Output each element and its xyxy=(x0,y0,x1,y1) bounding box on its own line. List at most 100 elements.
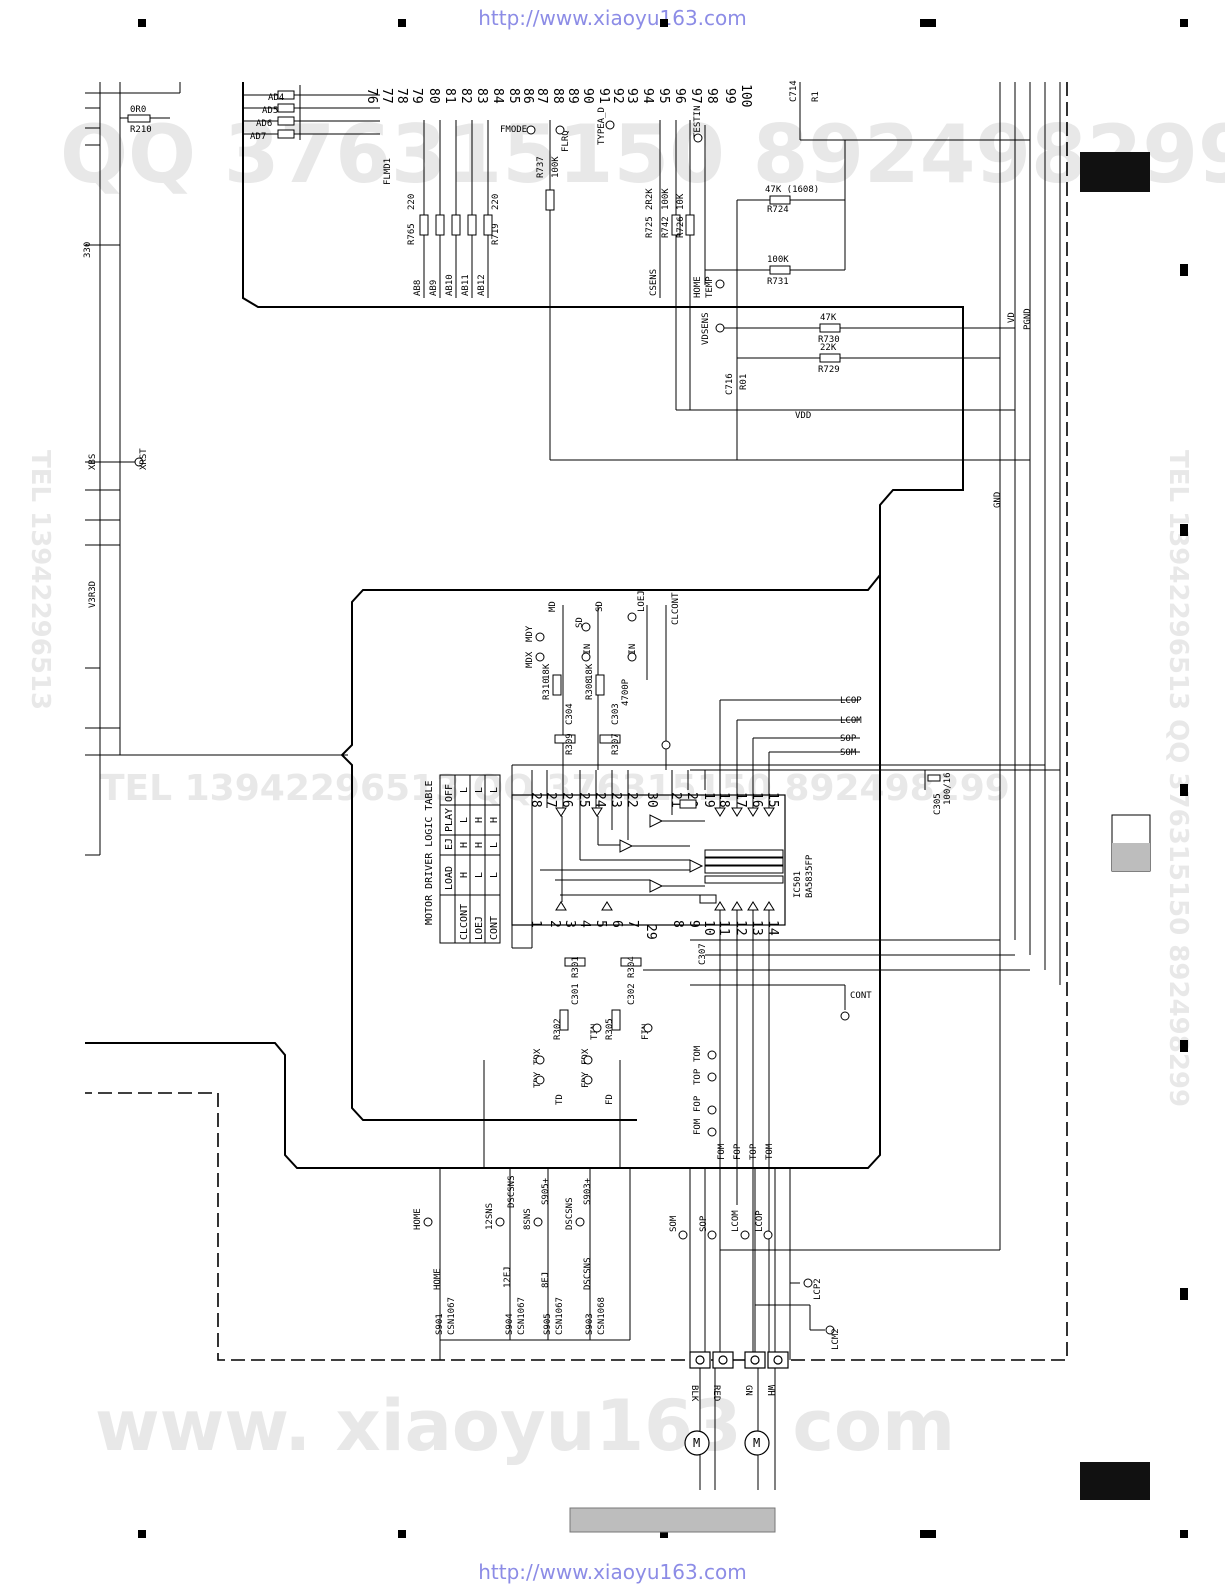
header-url[interactable]: http://www.xiaoyu163.com xyxy=(478,6,747,30)
row-cont: CONT xyxy=(489,916,500,940)
md-label: MD xyxy=(548,601,558,612)
pin-90: 90 xyxy=(580,88,595,104)
left-bus xyxy=(85,82,348,856)
row-clcont: CLCONT xyxy=(459,904,470,940)
temp-label: TEMP xyxy=(705,276,715,298)
cell-cont-ej: L xyxy=(489,842,500,848)
unit-boundary xyxy=(85,82,1068,1361)
r731-value: 100K xyxy=(767,255,789,265)
pin-76: 76 xyxy=(364,88,379,104)
mcu-pin-numbers: 76 77 78 79 80 81 82 83 84 85 86 87 88 8… xyxy=(364,84,753,107)
ic501-amplifiers xyxy=(555,799,784,911)
cin-label: CIN xyxy=(628,644,638,660)
r737-value: 100K xyxy=(551,156,561,178)
pin-100: 100 xyxy=(738,84,753,107)
r726-ref: R726 xyxy=(676,216,686,238)
footer-url[interactable]: http://www.xiaoyu163.com xyxy=(478,1560,747,1584)
som-label: SOM xyxy=(840,748,857,758)
wire-blk: BLK xyxy=(689,1385,699,1402)
s905-ref: S905 xyxy=(543,1313,553,1335)
pin-79: 79 xyxy=(409,88,424,104)
lcm2-label: LCM2 xyxy=(831,1328,841,1350)
ic501-pins-bottom: 1 2 3 4 5 6 29 7 8 9 10 11 12 13 14 xyxy=(528,920,780,940)
r726-value: 10K xyxy=(676,193,686,210)
pin-86: 86 xyxy=(520,88,535,104)
c716-value: R01 xyxy=(739,374,749,390)
xrst-label: XRST xyxy=(139,448,149,470)
driver-labels: MD SD LOEJ CLCONT MDX MDY SIN SD CIN LCO… xyxy=(525,590,953,1135)
pgnd-label: PGND xyxy=(1023,308,1033,330)
ic-pin-30: 30 xyxy=(644,792,659,808)
ab9-label: AB9 xyxy=(429,280,439,296)
pcb-outline-upper xyxy=(242,82,964,1121)
wire-gn: GN xyxy=(743,1385,753,1396)
c305-value: 100/16 xyxy=(943,772,953,805)
wire-wh: WH xyxy=(765,1385,775,1396)
ic-pin-25: 25 xyxy=(576,792,591,808)
col-load: LOAD xyxy=(444,866,455,890)
ic-pin-9: 9 xyxy=(686,920,701,928)
r210-ref: R210 xyxy=(130,125,152,135)
typea-d-label: TYPEA_D xyxy=(597,107,607,145)
motor-connectors xyxy=(689,1351,789,1369)
flmd1-label: FLMD1 xyxy=(383,158,393,185)
r742-ref: R742 xyxy=(661,216,671,238)
r210-resistor xyxy=(127,114,151,123)
r725-value: 2R2K xyxy=(645,188,655,210)
lower-wiring xyxy=(439,1060,1000,1490)
ic501-ref: IC501 xyxy=(793,871,803,898)
ic-pin-29: 29 xyxy=(643,924,658,940)
home-label: HOME xyxy=(693,276,703,298)
pin-84: 84 xyxy=(490,88,505,104)
watermark-qq: QQ 376315150 892498299 xyxy=(60,108,1225,201)
ic501-part: BA5835FP xyxy=(805,854,815,898)
ad4-label: AD4 xyxy=(268,93,284,103)
pin-96: 96 xyxy=(672,88,687,104)
ab8-label: AB8 xyxy=(413,280,423,296)
s905p-label: S905+ xyxy=(541,1177,551,1205)
fom-bottom-label: FOM xyxy=(717,1143,727,1160)
r302-ref: R302 xyxy=(553,1018,563,1040)
col-off: OFF xyxy=(444,784,455,802)
s903-part: CSN1068 xyxy=(597,1297,607,1335)
c303-ref: C303 xyxy=(611,703,621,725)
cell-cont-play: H xyxy=(489,817,500,823)
watermark-site: www. xiaoyu163. com xyxy=(95,1385,955,1467)
8sns-label: 8SNS xyxy=(523,1208,533,1230)
testin-label: TESTIN xyxy=(693,105,703,138)
ab11-label: AB11 xyxy=(461,274,471,296)
r729-ref: R729 xyxy=(818,365,840,375)
vd-label: VD xyxy=(1007,312,1017,323)
r730-value: 47K xyxy=(820,313,837,323)
top-label: TOP xyxy=(693,1068,703,1085)
s905-part: CSN1067 xyxy=(555,1297,565,1335)
ic-pin-5: 5 xyxy=(593,920,608,928)
s901-signal: HOME xyxy=(433,1268,443,1290)
col-ej: EJ xyxy=(444,838,455,850)
s903-ref: S903 xyxy=(585,1313,595,1335)
mcu-resistors xyxy=(419,189,841,363)
xrst-test-point xyxy=(134,457,144,467)
pin-99: 99 xyxy=(722,88,737,104)
mcu-signal-labels: AB8 AB9 AB10 AB11 AB12 CSENS HOME TEMP F… xyxy=(383,80,1033,508)
s903p-label: S903+ xyxy=(583,1177,593,1205)
r307-ref: R307 xyxy=(611,733,621,755)
r719-value: 220 xyxy=(491,194,501,210)
loej-label: LOEJ xyxy=(637,590,647,612)
s905-signal: 8EJ xyxy=(541,1272,551,1288)
ic-pin-11: 11 xyxy=(716,920,731,936)
pin-94: 94 xyxy=(640,88,655,104)
ad5-label: AD5 xyxy=(262,106,278,116)
ic-pin-26: 26 xyxy=(559,792,574,808)
lcop-bottom-label: LCOP xyxy=(755,1210,765,1232)
cont-label: CONT xyxy=(850,991,872,1001)
clcont-label: CLCONT xyxy=(671,592,681,625)
c301-ref: C301 xyxy=(571,983,581,1005)
pin-82: 82 xyxy=(458,88,473,104)
page-tab-bottom xyxy=(1080,1462,1150,1500)
som-bottom-label: SOM xyxy=(669,1215,679,1232)
s904-part: CSN1067 xyxy=(517,1297,527,1335)
watermark-side-right: TEL 13942296513 QQ 376315150 892498299 xyxy=(1163,450,1193,1107)
pin-91: 91 xyxy=(596,88,611,104)
pin-92: 92 xyxy=(610,88,625,104)
